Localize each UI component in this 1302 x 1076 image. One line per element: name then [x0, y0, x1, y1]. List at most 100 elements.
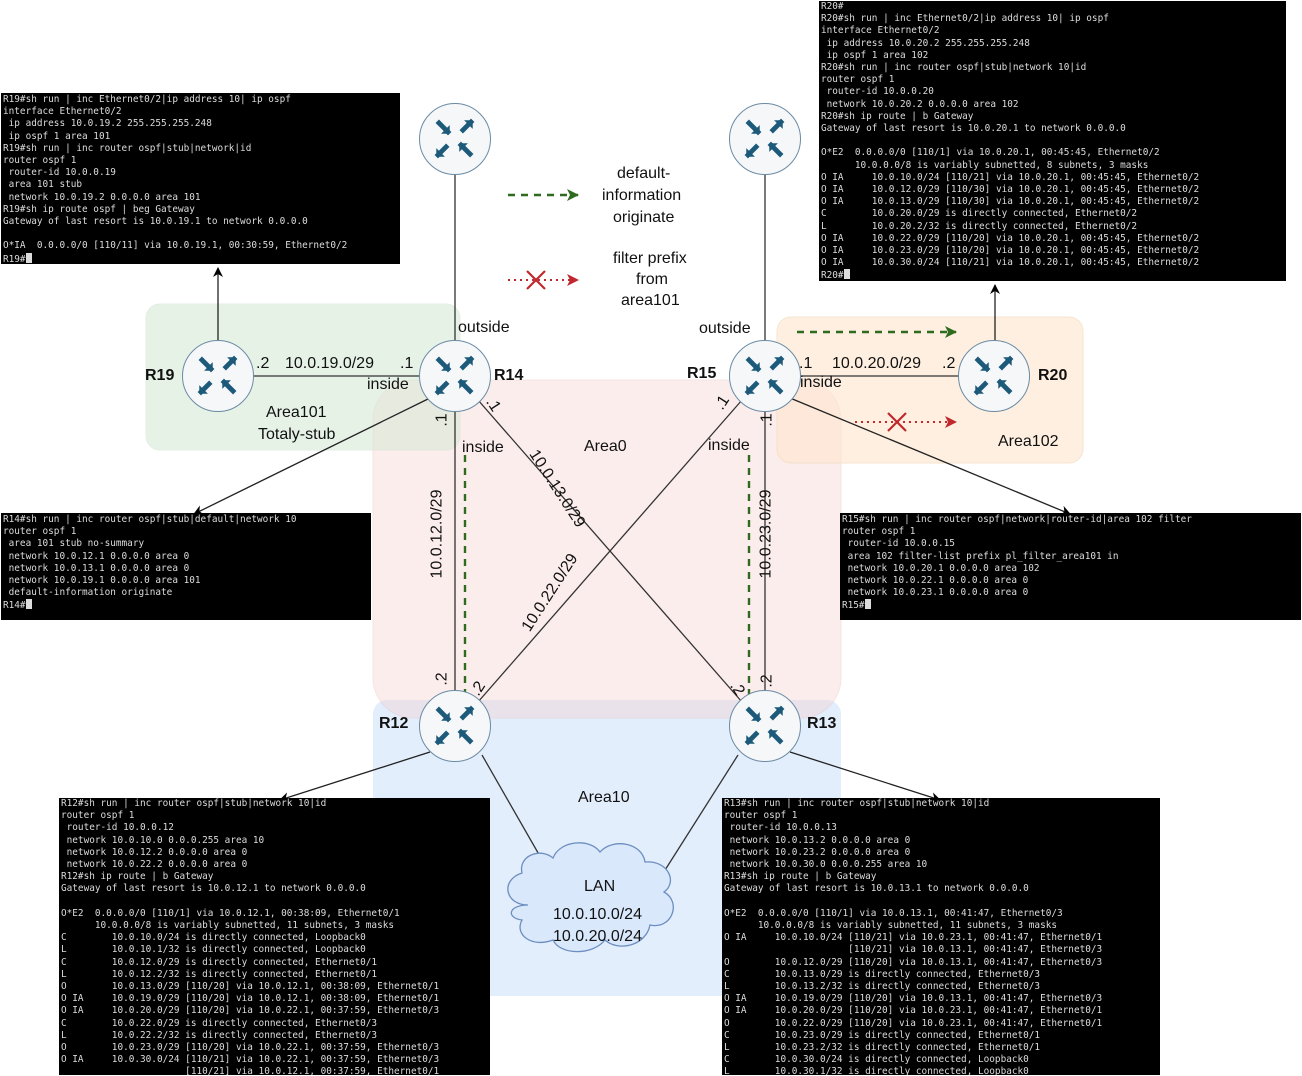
pointer-r13-terminal — [789, 751, 941, 803]
router-r14-icon — [419, 340, 491, 412]
terminal-line: R19#sh run | inc router ospf|stub|networ… — [3, 142, 252, 154]
terminal-line: router-id 10.0.0.12 — [61, 822, 174, 834]
terminal-line: ip ospf 1 area 102 — [821, 49, 929, 61]
router-label-r20: R20 — [1038, 367, 1068, 384]
terminal-line: O IA 10.0.12.0/29 [110/30] via 10.0.20.1… — [821, 184, 1200, 196]
terminal-line — [3, 228, 400, 240]
router-arrows-icon — [744, 355, 785, 396]
area101-label: Area101 — [266, 404, 327, 421]
terminal-line: network 10.0.23.1 0.0.0.0 area 0 — [842, 587, 1029, 599]
terminal-line — [61, 896, 490, 908]
router-r15-icon — [729, 340, 801, 412]
terminal-cursor — [25, 252, 32, 263]
router-arrows-icon — [434, 355, 475, 396]
terminal-line: network 10.0.20.2 0.0.0.0 area 102 — [821, 98, 1019, 110]
lan-cloud — [507, 842, 674, 953]
terminal-line: R19#sh ip route ospf | beg Gateway — [3, 203, 195, 215]
terminal-line: network 10.0.13.2 0.0.0.0 area 0 — [724, 834, 911, 846]
terminal-line: interface Ethernet0/2 — [821, 25, 940, 37]
terminal-line: network 10.0.19.1 0.0.0.0 area 101 — [3, 575, 201, 587]
terminal-line: 10.0.0.0/8 is variably subnetted, 11 sub… — [61, 920, 395, 932]
router-label-r15: R15 — [687, 365, 717, 382]
terminal-line: router-id 10.0.0.15 — [842, 538, 955, 550]
terminal-line: O*E2 0.0.0.0/0 [110/1] via 10.0.13.1, 00… — [724, 907, 1063, 919]
terminal-line: default-information originate — [3, 587, 173, 599]
legend-filter-line2: from — [636, 271, 668, 288]
terminal-line — [724, 896, 1160, 908]
link-r19-r14-host-r19: .2 — [256, 355, 270, 372]
inside-label-r14-down: inside — [462, 439, 504, 456]
terminal-line: O IA 10.0.19.0/29 [110/20] via 10.0.13.1… — [724, 993, 1103, 1005]
area101-subtitle: Totaly-stub — [258, 426, 336, 443]
router-label-r14: R14 — [494, 367, 524, 384]
terminal-line: C 10.0.30.0/24 is directly connected, Lo… — [724, 1054, 1029, 1066]
link-r12-lan — [481, 754, 546, 866]
terminal-line: Gateway of last resort is 10.0.12.1 to n… — [61, 883, 366, 895]
terminal-line: ip ospf 1 area 101 — [3, 130, 111, 142]
terminal-line: R20#sh ip route | b Gateway — [821, 110, 974, 122]
link-r15-r13-net: 10.0.23.0/29 — [757, 489, 775, 579]
terminal-line: router-id 10.0.0.20 — [821, 86, 934, 98]
terminal-line: [110/21] via 10.0.12.1, 00:37:59, Ethern… — [61, 1066, 440, 1075]
terminal-line: O IA 10.0.23.0/29 [110/20] via 10.0.20.1… — [821, 245, 1200, 257]
legend-default-line1: default- — [617, 165, 671, 182]
terminal-line: O 10.0.13.0/29 [110/20] via 10.0.12.1, 0… — [61, 981, 440, 993]
link-r15-r20-host-r15: .1 — [799, 355, 813, 372]
terminal-line: R15# — [842, 599, 1301, 612]
terminal-r20: R20#R20#sh run | inc Ethernet0/2|ip addr… — [819, 1, 1286, 281]
link-r19-r14-host-r14: .1 — [400, 355, 414, 372]
terminal-line: L 10.0.12.2/32 is directly connected, Et… — [61, 968, 378, 980]
terminal-r15: R15#sh run | inc router ospf|network|rou… — [840, 513, 1301, 620]
terminal-line: 10.0.0.0/8 is variably subnetted, 8 subn… — [821, 159, 1149, 171]
terminal-line: network 10.0.10.0 0.0.0.255 area 10 — [61, 834, 265, 846]
terminal-line: area 101 stub no-summary — [3, 538, 145, 550]
router-r20-icon — [958, 340, 1030, 412]
terminal-cursor — [25, 599, 32, 610]
terminal-line: area 102 filter-list prefix pl_filter_ar… — [842, 550, 1119, 562]
router-arrows-icon — [744, 705, 785, 746]
terminal-line: O IA 10.0.10.0/24 [110/21] via 10.0.23.1… — [724, 932, 1103, 944]
pointer-r12-terminal — [279, 751, 431, 803]
terminal-line: O*IA 0.0.0.0/0 [110/11] via 10.0.19.1, 0… — [3, 240, 348, 252]
outside-label-r15: outside — [699, 320, 751, 337]
terminal-line: router ospf 1 — [61, 810, 135, 822]
terminal-line: R19#sh run | inc Ethernet0/2|ip address … — [3, 94, 291, 105]
terminal-line: interface Ethernet0/2 — [3, 106, 122, 118]
router-r13-icon — [729, 690, 801, 762]
legend-filter-x — [526, 270, 546, 290]
terminal-line: network 10.0.13.1 0.0.0.0 area 0 — [3, 562, 190, 574]
terminal-line: C 10.0.23.0/29 is directly connected, Et… — [724, 1029, 1041, 1041]
terminal-line: C 10.0.22.0/29 is directly connected, Et… — [61, 1017, 378, 1029]
pointer-r14-terminal — [193, 397, 431, 515]
terminal-line: L 10.0.30.1/32 is directly connected, Lo… — [724, 1066, 1029, 1075]
terminal-line: R20# — [821, 1, 844, 12]
terminal-line: O IA 10.0.30.0/24 [110/21] via 10.0.22.1… — [61, 1054, 440, 1066]
terminal-line: R19# — [3, 252, 400, 264]
terminal-line: router ospf 1 — [821, 74, 895, 86]
router-arrows-icon — [744, 118, 785, 159]
terminal-line: Gateway of last resort is 10.0.13.1 to n… — [724, 883, 1029, 895]
inside-label-r15-down: inside — [708, 437, 750, 454]
terminal-line: O IA 10.0.20.0/29 [110/20] via 10.0.22.1… — [61, 1005, 440, 1017]
legend-default-line3: originate — [613, 209, 675, 226]
filter-x-r15-r20 — [887, 412, 907, 432]
inside-label-r15-right: inside — [800, 374, 842, 391]
area0-label: Area0 — [584, 438, 627, 455]
terminal-line: C 10.0.12.0/29 is directly connected, Et… — [61, 956, 378, 968]
pointer-r15-terminal — [789, 397, 1071, 516]
terminal-line: network 10.0.19.2 0.0.0.0 area 101 — [3, 191, 201, 203]
outside-label-r14: outside — [458, 319, 510, 336]
terminal-line: network 10.0.12.2 0.0.0.0 area 0 — [61, 846, 248, 858]
router-arrows-icon — [434, 705, 475, 746]
terminal-line: 10.0.0.0/8 is variably subnetted, 11 sub… — [724, 920, 1058, 932]
link-r14-r12-host-r12: .2 — [433, 672, 451, 686]
terminal-line: R20# — [821, 269, 1286, 281]
legend-default-line2: information — [602, 187, 682, 204]
link-r15-r20-host-r20: .2 — [942, 355, 956, 372]
link-r15-r13-host-r15: .1 — [758, 413, 776, 427]
terminal-cursor — [864, 599, 871, 610]
terminal-line: O IA 10.0.13.0/29 [110/30] via 10.0.20.1… — [821, 196, 1200, 208]
terminal-line: C 10.0.10.0/24 is directly connected, Lo… — [61, 932, 366, 944]
terminal-line: network 10.0.23.2 0.0.0.0 area 0 — [724, 846, 911, 858]
link-r19-r14-net: 10.0.19.0/29 — [285, 355, 374, 372]
